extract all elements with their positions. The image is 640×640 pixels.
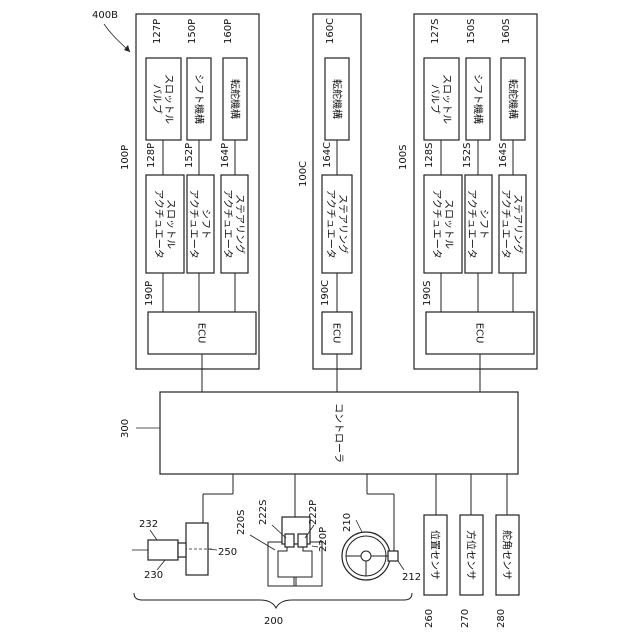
unit-100c-ref: 100C xyxy=(298,161,309,187)
shift-lever-ref-222s: 222S xyxy=(258,500,269,525)
remote-lever-housing xyxy=(148,540,178,560)
shift-lever-ref-220s: 220S xyxy=(236,510,247,535)
unit-100p-act-3-label: ステアリングアクチュエータ xyxy=(222,189,247,259)
unit-100p-ecu-label: ECU xyxy=(196,323,207,344)
unit-100c-act-1-label: ステアリングアクチュエータ xyxy=(325,189,350,259)
unit-100c-ecu-label: ECU xyxy=(331,323,342,344)
remote-lever-cap xyxy=(178,543,186,557)
unit-100p-act-1-label: スロットルアクチュエータ xyxy=(153,189,176,259)
unit-100s-act-3-ref: 164S xyxy=(498,143,509,168)
shift-lever-ref-222p: 222P xyxy=(308,500,319,525)
shift-lever-p xyxy=(298,534,307,547)
controller-label: コントローラ xyxy=(333,403,345,463)
unit-100s-mech-2-label: シフト機構 xyxy=(472,74,485,124)
steering-ref-leader xyxy=(356,520,362,532)
steering-connector-leader xyxy=(398,561,404,570)
remote-lever-ref: 232 xyxy=(139,519,158,530)
figure-label: 400B xyxy=(92,10,118,21)
unit-100c-mech-1-ref: 160C xyxy=(325,18,336,44)
unit-100p-act-2-ref: 152P xyxy=(184,143,195,168)
sensor-rudder-ref: 280 xyxy=(496,609,507,628)
unit-100c-act-1-ref: 164C xyxy=(322,142,333,168)
unit-100p-act-3-ref: 164P xyxy=(220,143,231,168)
remote-base-leader xyxy=(208,549,217,550)
controller-ref: 300 xyxy=(120,419,131,438)
unit-100p-mech-2-label: シフト機構 xyxy=(193,74,206,124)
remote-base-ref: 250 xyxy=(218,547,237,558)
unit-100p-mech-1-ref: 127P xyxy=(152,19,163,44)
steering-connector-ref: 212 xyxy=(402,572,421,583)
steering-wheel-ref: 210 xyxy=(342,513,353,532)
operation-group-ref: 200 xyxy=(264,616,283,627)
sensor-rudder-label: 舵角センサ xyxy=(501,530,514,580)
sensor-heading-ref: 270 xyxy=(460,609,471,628)
remote-ref: 230 xyxy=(144,570,163,581)
unit-100p-mech-2-ref: 150P xyxy=(187,19,198,44)
unit-100s-act-1-ref: 128S xyxy=(424,143,435,168)
sensor-position-label: 位置センサ xyxy=(429,530,442,580)
sensor-heading-label: 方位センサ xyxy=(465,530,478,580)
unit-100s-ref: 100S xyxy=(398,145,409,170)
remote-ref-leader xyxy=(157,560,165,570)
unit-100c-mech-1-label: 転舵機構 xyxy=(331,79,344,119)
unit-100s-ecu-ref: 190S xyxy=(422,281,433,306)
unit-100p-ecu-ref: 190P xyxy=(144,281,155,306)
steering-wheel-hub xyxy=(361,551,371,561)
unit-100s-mech-1-ref: 127S xyxy=(430,19,441,44)
operation-group-brace xyxy=(134,593,412,608)
unit-100p-mech-3-label: 転舵機構 xyxy=(229,79,242,119)
unit-100s-mech-3-label: 転舵機構 xyxy=(507,79,520,119)
unit-100s-act-3-label: ステアリングアクチュエータ xyxy=(500,189,525,259)
shift-lever-ref-220p: 220P xyxy=(318,527,329,552)
unit-100s-act-2-ref: 152S xyxy=(462,143,473,168)
steering-connector xyxy=(388,551,398,561)
unit-100p-ref: 100P xyxy=(120,145,131,170)
shift-lever-s xyxy=(285,534,294,547)
unit-100s-mech-2-ref: 150S xyxy=(466,19,477,44)
sensor-position-ref: 260 xyxy=(424,609,435,628)
figure-label-arrowhead xyxy=(124,45,130,52)
remote-lever-leader xyxy=(150,530,157,540)
unit-100s-ecu-label: ECU xyxy=(474,323,485,344)
unit-100c-ecu-ref: 190C xyxy=(320,280,331,306)
unit-100p-act-1-ref: 128P xyxy=(146,143,157,168)
unit-100s-act-1-label: スロットルアクチュエータ xyxy=(431,189,454,259)
unit-100s-mech-3-ref: 160S xyxy=(501,19,512,44)
unit-100p-mech-3-ref: 160P xyxy=(223,19,234,44)
